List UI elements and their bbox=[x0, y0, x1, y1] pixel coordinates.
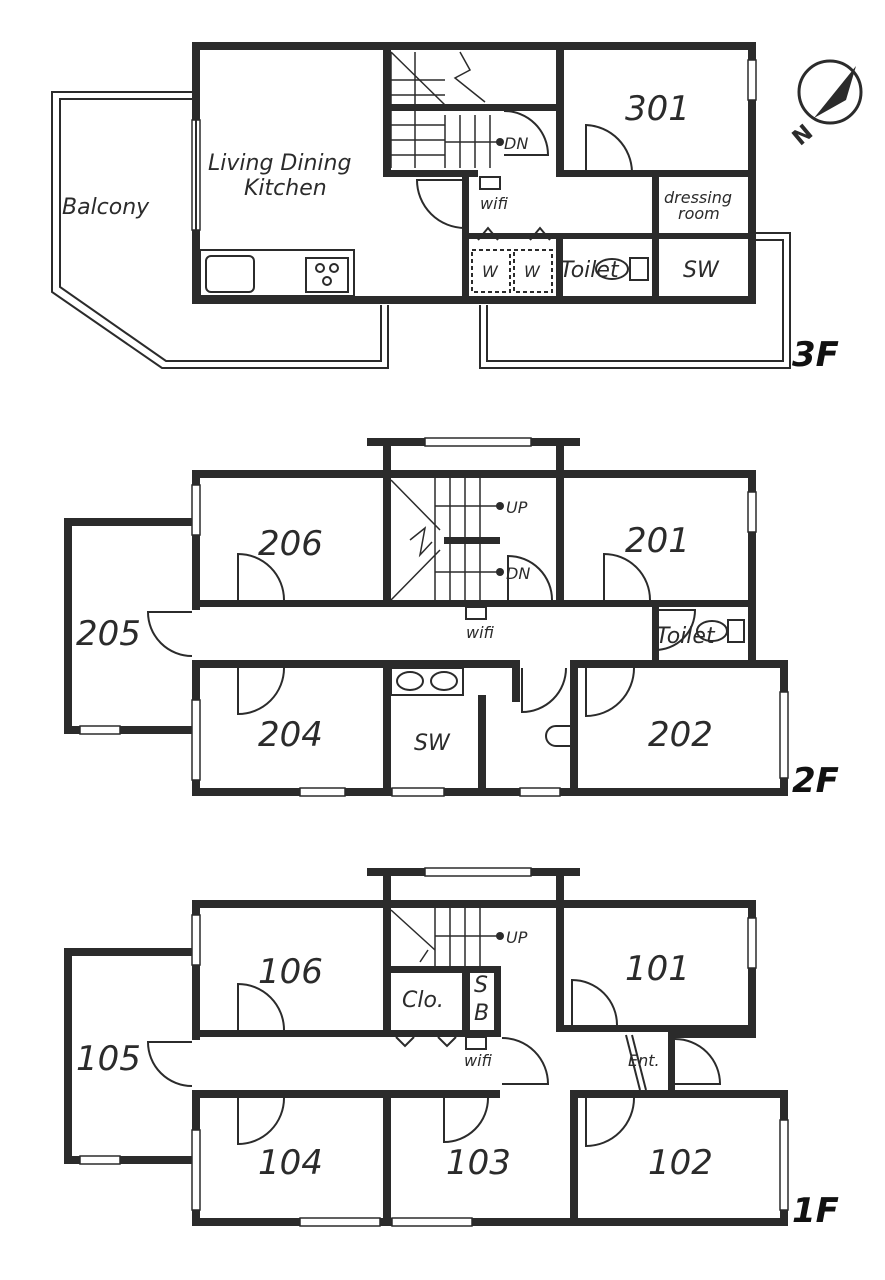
north-arrow-icon: N bbox=[788, 59, 863, 151]
balcony-label: Balcony bbox=[62, 195, 150, 220]
washer-label-2: W bbox=[524, 262, 541, 281]
room-106: 106 bbox=[258, 952, 323, 992]
room-103: 103 bbox=[446, 1143, 511, 1183]
room-301: 301 bbox=[625, 89, 690, 129]
wifi-label-3f: wifi bbox=[480, 194, 509, 213]
sw-label-3f: SW bbox=[683, 258, 720, 283]
room-205: 205 bbox=[76, 614, 141, 654]
floor-label-2f: 2F bbox=[792, 761, 839, 801]
floor-2f: UP DN 206 201 205 204 202 SW Toilet wifi… bbox=[64, 437, 839, 801]
stairs-3f bbox=[390, 51, 504, 168]
wifi-label-1f: wifi bbox=[464, 1051, 493, 1070]
stairs-1f bbox=[390, 908, 504, 966]
washer-label-1: W bbox=[482, 262, 499, 281]
terrace-outline bbox=[479, 232, 791, 369]
wifi-label-2f: wifi bbox=[466, 623, 495, 642]
up-label-2f: UP bbox=[506, 498, 528, 517]
sb-label-b: B bbox=[474, 1001, 489, 1026]
floor-3f: DN 301 Balcony Living Dining Kitchen wif… bbox=[51, 42, 839, 375]
toilet-label-2f: Toilet bbox=[656, 624, 716, 649]
stairs-2f bbox=[390, 478, 504, 601]
dressing-label-line2: room bbox=[678, 204, 720, 223]
ldk-label-line2: Kitchen bbox=[244, 176, 327, 201]
floor-label-1f: 1F bbox=[792, 1191, 839, 1231]
dn-label-2f: DN bbox=[506, 564, 530, 583]
up-label-1f: UP bbox=[506, 928, 528, 947]
room-101: 101 bbox=[625, 949, 690, 989]
room-104: 104 bbox=[258, 1143, 323, 1183]
ent-label: Ent. bbox=[628, 1051, 660, 1070]
room-105: 105 bbox=[76, 1039, 141, 1079]
room-102: 102 bbox=[648, 1143, 713, 1183]
sw-label-2f: SW bbox=[414, 731, 451, 756]
ldk-label-line1: Living Dining bbox=[208, 151, 351, 176]
sb-label-s: S bbox=[474, 973, 488, 998]
room-206: 206 bbox=[258, 524, 323, 564]
floor-label-3f: 3F bbox=[792, 335, 839, 375]
floor-1f: UP 106 101 105 104 103 102 Clo. S B Ent.… bbox=[64, 867, 839, 1231]
room-204: 204 bbox=[258, 715, 323, 755]
clo-label: Clo. bbox=[402, 988, 444, 1013]
room-201: 201 bbox=[625, 521, 690, 561]
dressing-label-line1: dressing bbox=[664, 188, 732, 207]
room-202: 202 bbox=[648, 715, 713, 755]
north-label: N bbox=[788, 120, 818, 151]
balcony-outline bbox=[51, 91, 389, 369]
dn-label-3f: DN bbox=[504, 134, 528, 153]
toilet-label-3f: Toilet bbox=[560, 258, 620, 283]
